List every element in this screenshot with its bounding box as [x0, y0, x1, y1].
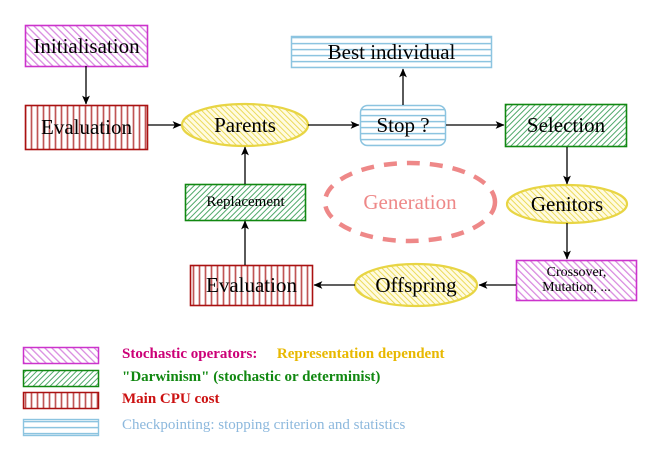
node-best-individual-shape[interactable]	[290, 35, 493, 69]
legend-label-3: Checkpointing: stopping criterion and st…	[122, 417, 405, 434]
node-genitors-shape[interactable]	[505, 183, 629, 225]
node-generation-shape	[322, 160, 498, 244]
legend-label-0: Stochastic operators: Representation dep…	[122, 346, 445, 363]
node-evaluation-top-shape[interactable]	[24, 104, 149, 151]
legend-label-0-part-0: Stochastic operators:	[122, 346, 258, 362]
legend-label-2: Main CPU cost	[122, 391, 220, 408]
node-parents-shape[interactable]	[180, 102, 310, 148]
node-evaluation-bottom-shape[interactable]	[189, 264, 314, 307]
legend-label-3-part-0: Checkpointing: stopping criterion and st…	[122, 417, 406, 433]
legend-label-0-part-1: Representation dependent	[276, 346, 445, 362]
node-crossover-shape[interactable]	[515, 259, 638, 302]
node-initialisation-shape[interactable]	[24, 24, 149, 68]
legend-label-1-part-0: "Darwinism" (stochastic or determinist)	[122, 369, 381, 385]
node-offspring-shape[interactable]	[353, 262, 479, 308]
node-selection-shape[interactable]	[504, 103, 628, 148]
node-stop-shape[interactable]	[359, 104, 447, 147]
legend-swatch-0	[22, 346, 100, 365]
legend-label-1: "Darwinism" (stochastic or determinist)	[122, 369, 380, 386]
node-replacement-shape[interactable]	[184, 183, 307, 222]
legend-swatch-2	[22, 391, 100, 410]
legend-label-2-part-0: Main CPU cost	[122, 391, 220, 407]
legend-swatch-3	[22, 418, 100, 437]
legend-swatch-1	[22, 369, 100, 388]
